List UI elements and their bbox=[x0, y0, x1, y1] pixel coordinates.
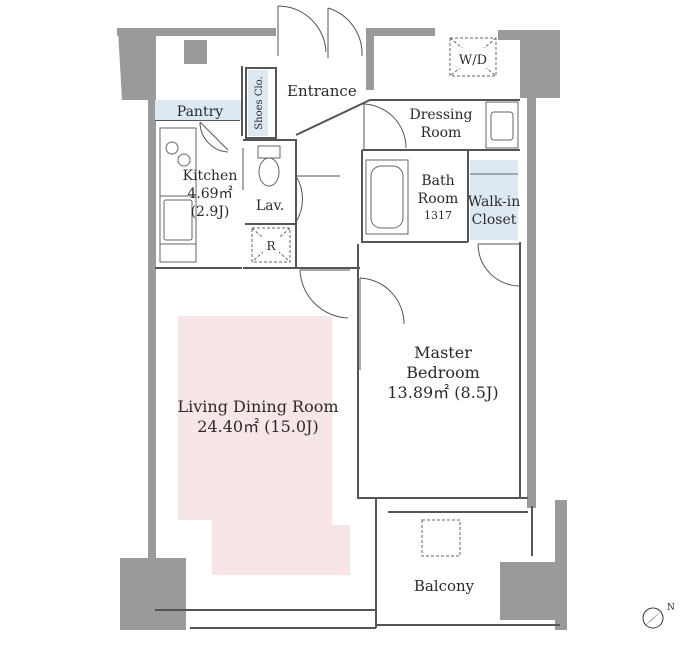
bath-room-label-line1: Bath bbox=[421, 173, 454, 189]
exterior-walls bbox=[117, 28, 567, 630]
shoes-closet-label: Shoes Clo. bbox=[254, 76, 265, 129]
lav-label: Lav. bbox=[256, 198, 284, 214]
master-bedroom-area: 13.89㎡ (8.5J) bbox=[387, 383, 498, 402]
washer-dryer-space bbox=[449, 37, 497, 77]
bathtub-icon bbox=[365, 159, 409, 235]
dressing-room-label-line2: Room bbox=[421, 125, 462, 141]
refrigerator-space bbox=[251, 227, 291, 263]
master-bedroom-label-line1: Master bbox=[414, 343, 472, 362]
balcony-outdoor-unit-space bbox=[421, 519, 461, 557]
shoes-closet bbox=[248, 70, 268, 136]
entrance-label: Entrance bbox=[287, 82, 357, 100]
wd-label: W/D bbox=[459, 53, 487, 68]
kitchen-label-area: 4.69㎡ bbox=[187, 186, 232, 202]
kitchen-label-jo: (2.9J) bbox=[191, 204, 230, 220]
bath-room-label-line2: Room bbox=[418, 191, 459, 207]
living-area-highlight bbox=[178, 316, 350, 575]
compass-north-label: N bbox=[667, 603, 675, 613]
dressing-room-label-line1: Dressing bbox=[409, 107, 472, 123]
toilet-icon bbox=[257, 145, 281, 187]
walk-in-closet-area bbox=[470, 160, 518, 240]
walk-in-closet-label-line1: Walk-in bbox=[468, 194, 520, 210]
pantry-area bbox=[155, 100, 241, 120]
balcony-label: Balcony bbox=[414, 577, 475, 595]
interior-walls bbox=[155, 66, 560, 629]
doors bbox=[199, 5, 521, 370]
refrigerator-label: R bbox=[266, 239, 276, 253]
dressing-sink bbox=[485, 101, 519, 149]
bath-room-size: 1317 bbox=[424, 209, 452, 222]
living-dining-area: 24.40㎡ (15.0J) bbox=[197, 417, 318, 436]
pantry-label: Pantry bbox=[177, 104, 223, 120]
compass-icon: N bbox=[642, 603, 675, 629]
kitchen-fixtures bbox=[159, 127, 197, 263]
walk-in-closet-label-line2: Closet bbox=[472, 212, 517, 228]
master-bedroom-label-line2: Bedroom bbox=[406, 363, 480, 382]
living-dining-label: Living Dining Room bbox=[177, 397, 338, 416]
kitchen-label-name: Kitchen bbox=[183, 168, 238, 184]
